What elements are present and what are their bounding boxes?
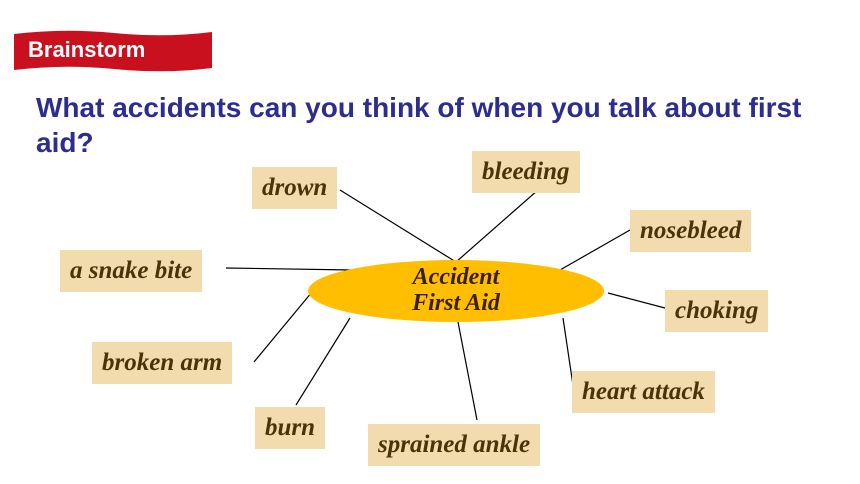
connector-broken-arm (253, 291, 313, 363)
node-bleeding: bleeding (472, 151, 580, 193)
center-line-2: First Aid (412, 290, 500, 316)
brainstorm-banner: Brainstorm (14, 28, 212, 74)
center-ellipse (308, 260, 604, 322)
connector-nosebleed (559, 229, 631, 271)
connector-drown (339, 189, 457, 263)
banner-ribbon (14, 30, 212, 72)
connector-snake-bite (225, 267, 353, 271)
node-snake-bite: a snake bite (60, 250, 203, 292)
banner-label: Brainstorm (28, 37, 146, 62)
node-heart-attack: heart attack (572, 371, 715, 413)
center-line-1: Accident (412, 264, 500, 290)
node-sprained-ankle: sprained ankle (368, 424, 541, 466)
node-choking: choking (665, 290, 769, 332)
connector-sprained-ankle (457, 321, 478, 421)
connector-bleeding (455, 189, 539, 263)
center-node: Accident First Aid (306, 258, 606, 324)
node-nosebleed: nosebleed (630, 210, 752, 252)
node-burn: burn (255, 407, 326, 449)
node-drown: drown (252, 167, 338, 209)
question-text: What accidents can you think of when you… (36, 92, 802, 158)
connector-burn (295, 317, 351, 406)
node-broken-arm: broken arm (92, 342, 233, 384)
connector-choking (607, 292, 666, 309)
center-label: Accident First Aid (306, 264, 606, 316)
